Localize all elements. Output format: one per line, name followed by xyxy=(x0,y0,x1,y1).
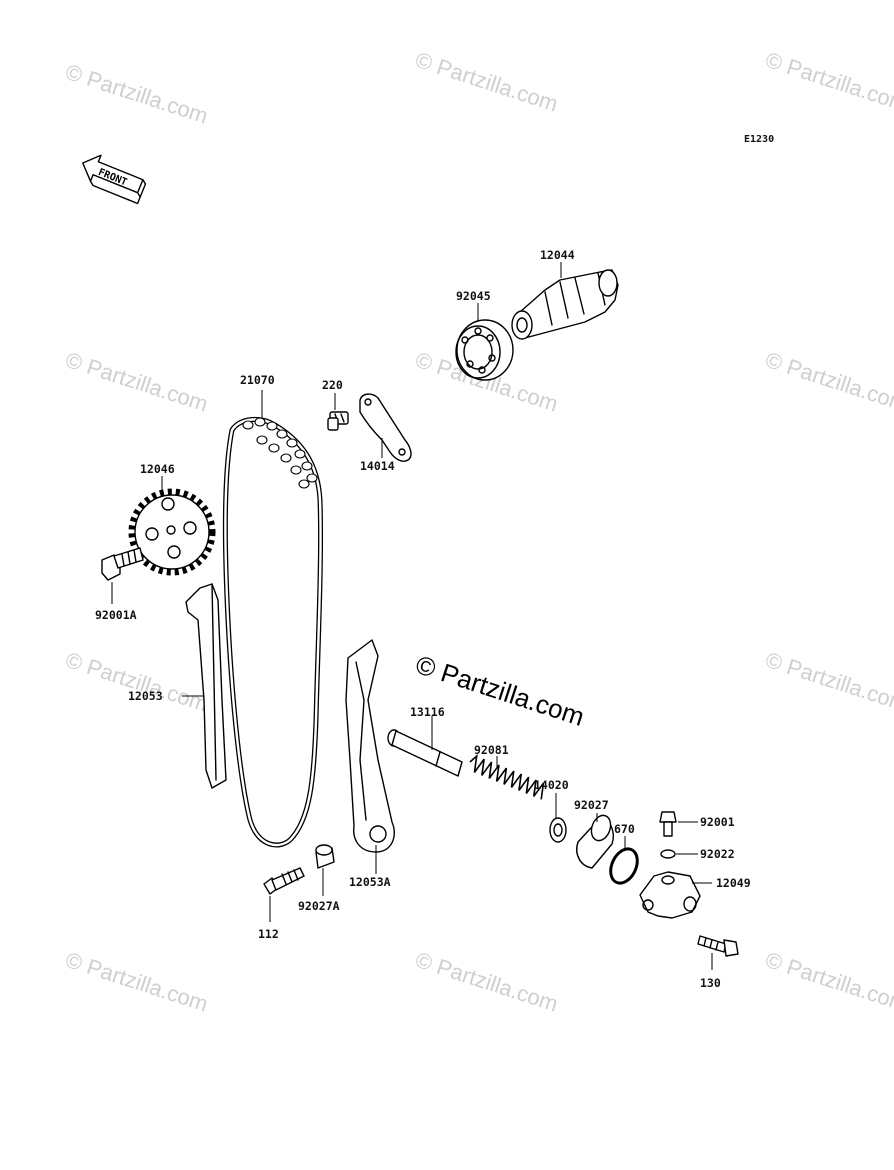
bolt-112 xyxy=(263,867,305,895)
watermark: © Partzilla.com xyxy=(762,947,894,1017)
label-92027: 92027 xyxy=(574,798,609,812)
spring xyxy=(469,754,545,800)
label-12044: 12044 xyxy=(540,248,575,262)
collar xyxy=(576,814,614,869)
screw-220 xyxy=(327,411,349,431)
plate xyxy=(359,393,412,462)
watermark: © Partzilla.com xyxy=(62,59,211,129)
label-14014: 14014 xyxy=(360,459,395,473)
watermark: © Partzilla.com xyxy=(62,347,211,417)
diagram-code: E1230 xyxy=(744,134,774,145)
label-13116: 13116 xyxy=(410,705,445,719)
watermark: © Partzilla.com xyxy=(62,947,211,1017)
bolt-92001 xyxy=(659,811,677,837)
watermark: © Partzilla.com xyxy=(762,347,894,417)
collar-a xyxy=(315,844,335,869)
chain-guide xyxy=(185,583,227,789)
nut xyxy=(549,817,567,843)
watermark: © Partzilla.com xyxy=(762,47,894,117)
label-130: 130 xyxy=(700,976,721,990)
label-92022: 92022 xyxy=(700,847,735,861)
cam-chain xyxy=(222,416,324,848)
label-12046: 12046 xyxy=(140,462,175,476)
label-92045: 92045 xyxy=(456,289,491,303)
watermark: © Partzilla.com xyxy=(412,47,561,117)
label-12053A: 12053A xyxy=(349,875,391,889)
front-arrow-icon: FRONT xyxy=(82,154,147,205)
bolt-130 xyxy=(697,935,739,957)
label-12049: 12049 xyxy=(716,876,751,890)
tensioner-body xyxy=(639,871,701,919)
label-92081: 92081 xyxy=(474,743,509,757)
tensioner-rod xyxy=(387,729,463,777)
watermark: © Partzilla.com xyxy=(762,647,894,717)
watermark: © Partzilla.com xyxy=(412,947,561,1017)
washer xyxy=(660,849,676,859)
tensioner-guide xyxy=(345,639,395,853)
o-ring xyxy=(609,847,639,885)
center-watermark: © Partzilla.com xyxy=(412,649,588,732)
label-92027A: 92027A xyxy=(298,899,340,913)
bearing xyxy=(455,319,514,381)
cam-sprocket xyxy=(128,488,216,576)
label-21070: 21070 xyxy=(240,373,275,387)
label-14020: 14020 xyxy=(534,778,569,792)
label-92001: 92001 xyxy=(700,815,735,829)
label-92001A: 92001A xyxy=(95,608,137,622)
sprocket-bolt xyxy=(101,547,144,581)
label-112: 112 xyxy=(258,927,279,941)
label-670: 670 xyxy=(614,822,635,836)
camshaft xyxy=(511,269,619,340)
label-12053: 12053 xyxy=(128,689,163,703)
watermark: © Partzilla.com xyxy=(62,647,211,717)
label-220: 220 xyxy=(322,378,343,392)
